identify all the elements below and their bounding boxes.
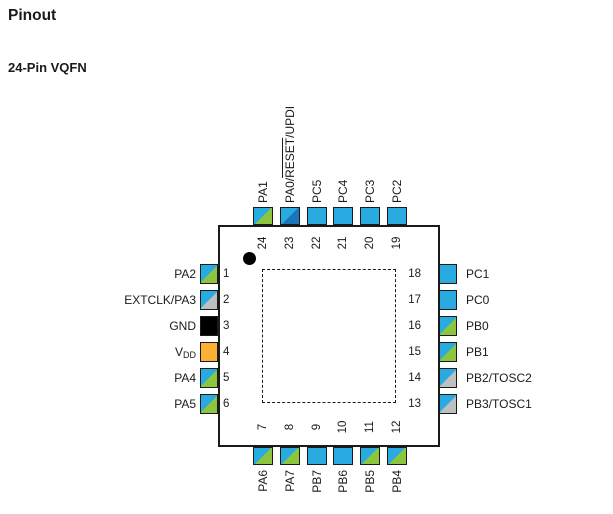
pin-24-number: 24 bbox=[257, 236, 269, 250]
pin-23-label-post: /UPDI bbox=[283, 105, 297, 138]
pin-23-label-pre: PA0/ bbox=[283, 177, 297, 203]
pin-23-number: 23 bbox=[284, 236, 296, 250]
pin-7-pad bbox=[253, 447, 273, 465]
pin-2-pad bbox=[200, 290, 218, 310]
package-subtitle: 24-Pin VQFN bbox=[8, 60, 87, 75]
pin-20-number: 20 bbox=[364, 236, 376, 250]
pin-5-number: 5 bbox=[223, 372, 230, 384]
pin-17-number: 17 bbox=[408, 294, 421, 306]
pin-7-label: PA6 bbox=[256, 470, 270, 492]
pin-4-label: VDD bbox=[0, 344, 196, 360]
pin-22-label: PC5 bbox=[310, 179, 324, 203]
pin-12-number: 12 bbox=[391, 420, 403, 434]
pin-12-label: PB4 bbox=[390, 470, 404, 493]
pin-6-label: PA5 bbox=[174, 397, 196, 411]
pin-10-number: 10 bbox=[337, 420, 349, 434]
pin-14-number: 14 bbox=[408, 372, 421, 384]
pin-22-pad bbox=[307, 207, 327, 225]
pin-18-pad bbox=[439, 264, 457, 284]
pin-13-number: 13 bbox=[408, 398, 421, 410]
pin-9-label: PB7 bbox=[310, 470, 324, 493]
pin-19-number: 19 bbox=[391, 236, 403, 250]
pin-10-pad bbox=[333, 447, 353, 465]
pin-21-pad bbox=[333, 207, 353, 225]
pin-16-label: PB0 bbox=[466, 319, 489, 333]
pin-15-number: 15 bbox=[408, 346, 421, 358]
pin-22-number: 22 bbox=[311, 236, 323, 250]
pin-12-pad bbox=[387, 447, 407, 465]
pin-5-label: PA4 bbox=[174, 371, 196, 385]
pin-11-pad bbox=[360, 447, 380, 465]
pin-1-number: 1 bbox=[223, 268, 230, 280]
pin-16-pad bbox=[439, 316, 457, 336]
pin-11-number: 11 bbox=[364, 421, 376, 433]
pin-5-pad bbox=[200, 368, 218, 388]
pin-18-label: PC1 bbox=[466, 267, 490, 281]
pin-17-label: PC0 bbox=[466, 293, 490, 307]
pin-2-label: EXTCLK/PA3 bbox=[124, 293, 196, 307]
pin-3-number: 3 bbox=[223, 320, 230, 332]
pin-23-pad bbox=[280, 207, 300, 225]
pin-13-pad bbox=[439, 394, 457, 414]
pin-3-pad bbox=[200, 316, 218, 336]
pin-1-label: PA2 bbox=[174, 267, 196, 281]
exposed-pad-outline bbox=[262, 269, 396, 403]
pin-17-pad bbox=[439, 290, 457, 310]
pin-3-label: GND bbox=[169, 319, 196, 333]
pin-8-pad bbox=[280, 447, 300, 465]
pin-15-pad bbox=[439, 342, 457, 362]
pin-10-label: PB6 bbox=[336, 470, 350, 493]
pin-23-label-reset-overline: RESET bbox=[283, 137, 297, 178]
pin-20-pad bbox=[360, 207, 380, 225]
vdd-label-main: V bbox=[174, 345, 183, 359]
pin-11-label: PB5 bbox=[363, 470, 377, 493]
pin-16-number: 16 bbox=[408, 320, 421, 332]
pin-8-label: PA7 bbox=[283, 470, 297, 492]
pin-14-pad bbox=[439, 368, 457, 388]
pin-4-pad bbox=[200, 342, 218, 362]
pin-8-number: 8 bbox=[284, 423, 296, 431]
pin-6-number: 6 bbox=[223, 398, 230, 410]
pin-18-number: 18 bbox=[408, 268, 421, 280]
pin1-indicator-dot bbox=[243, 252, 256, 265]
pin-9-pad bbox=[307, 447, 327, 465]
pin-4-number: 4 bbox=[223, 346, 230, 358]
pin-1-pad bbox=[200, 264, 218, 284]
pin-21-label: PC4 bbox=[336, 179, 350, 203]
pin-24-label: PA1 bbox=[256, 181, 270, 203]
chip-body bbox=[218, 225, 440, 447]
pin-24-pad bbox=[253, 207, 273, 225]
pin-23-label: PA0/RESET/UPDI bbox=[282, 73, 298, 203]
pin-2-number: 2 bbox=[223, 294, 230, 306]
pin-7-number: 7 bbox=[257, 423, 269, 431]
pin-15-label: PB1 bbox=[466, 345, 489, 359]
page-title: Pinout bbox=[8, 7, 57, 24]
vdd-label-subscript: DD bbox=[183, 350, 196, 360]
pin-19-pad bbox=[387, 207, 407, 225]
pin-14-label: PB2/TOSC2 bbox=[466, 371, 532, 385]
pin-21-number: 21 bbox=[337, 236, 349, 250]
pin-6-pad bbox=[200, 394, 218, 414]
pin-9-number: 9 bbox=[311, 423, 323, 431]
pin-19-label: PC2 bbox=[390, 179, 404, 203]
pin-13-label: PB3/TOSC1 bbox=[466, 397, 532, 411]
pin-20-label: PC3 bbox=[363, 179, 377, 203]
